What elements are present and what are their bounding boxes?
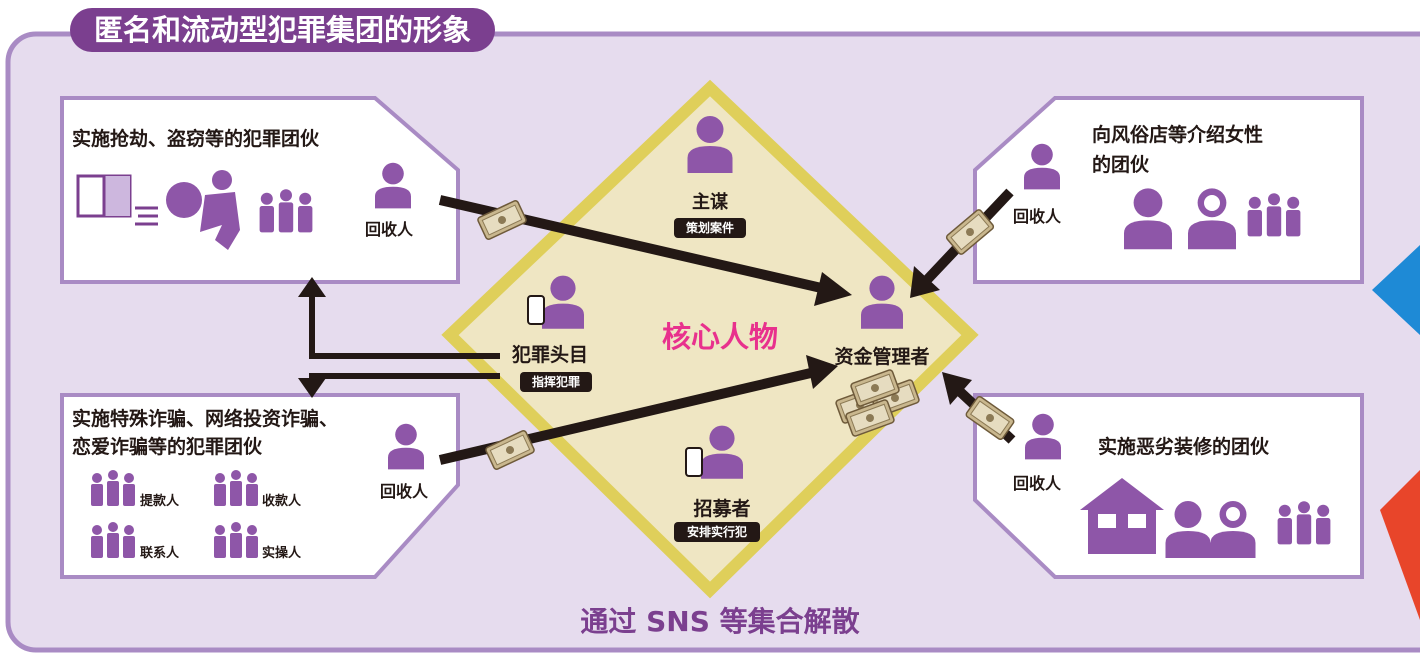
mastermind-name: 主谋 [692,192,728,213]
fund-manager-name: 资金管理者 [834,346,930,368]
footer-caption: 通过 SNS 等集合解散 [580,605,860,638]
recruiter-role-badge: 安排实行犯 [674,522,760,542]
leader-name: 犯罪头目 [511,344,588,366]
blue-side-tab [1372,245,1420,335]
crowd-icon [91,522,135,558]
command-arrow-up [309,292,500,359]
fraud-group-title-line2: 恋爱诈骗等的犯罪团伙 [72,436,263,458]
house-icon [1080,478,1164,554]
money-arrow-adult-head [910,266,940,298]
crowd-icon [1277,501,1331,545]
adult-group-box [973,96,1364,284]
renovation-group-title: 实施恶劣装修的团伙 [1098,436,1270,458]
robbery-group-box [60,96,460,284]
core-person-label: 核心人物 [661,320,778,354]
crowd-icon [214,522,258,558]
money-arrow-renovation-head [942,372,972,405]
role-label-contact: 联系人 [140,546,180,561]
woman-person-icon [1188,188,1236,250]
phone-icon [527,295,545,325]
woman-person-icon [1210,501,1256,558]
crowd-icon [214,470,258,506]
command-arrow-down-head [298,378,326,398]
leader-role-badge: 指挥犯罪 [520,372,592,392]
role-label-withdrawer: 提款人 [140,494,180,509]
crowd-icon [1247,193,1301,237]
crowd-icon [91,470,135,506]
mastermind-role-badge: 策划案件 [674,218,746,238]
speed-lines-icon [135,206,158,226]
money-arrow-fraud-head [806,355,838,389]
fraud-group-title-line1: 实施特殊诈骗、网络投资诈骗、 [72,408,339,430]
running-thief-icon [166,170,240,250]
core-diamond [441,79,979,599]
fraud-group-box [60,393,460,579]
role-label-operator: 实操人 [262,546,302,561]
robbery-group-title: 实施抢劫、盗窃等的犯罪团伙 [72,128,320,150]
renovation-group-box [973,393,1364,579]
renovation-collector-label: 回收人 [1013,474,1062,493]
phone-icon [685,447,703,477]
adult-group-title-line1: 向风俗店等介绍女性 [1092,124,1264,146]
fraud-collector-label: 回收人 [380,482,429,501]
red-side-tab [1380,470,1420,620]
broken-window-icon [76,174,132,218]
crowd-icon [259,189,313,233]
diagram-title: 匿名和流动型犯罪集团的形象 [70,8,496,52]
recruiter-name: 招募者 [693,498,751,520]
robbery-collector-label: 回收人 [365,220,414,239]
role-label-receiver: 收款人 [262,494,302,509]
adult-collector-label: 回收人 [1013,207,1062,226]
adult-group-title-line2: 的团伙 [1092,154,1150,176]
command-arrow-up-head [298,277,326,297]
money-arrow-robbery-head [814,272,852,306]
